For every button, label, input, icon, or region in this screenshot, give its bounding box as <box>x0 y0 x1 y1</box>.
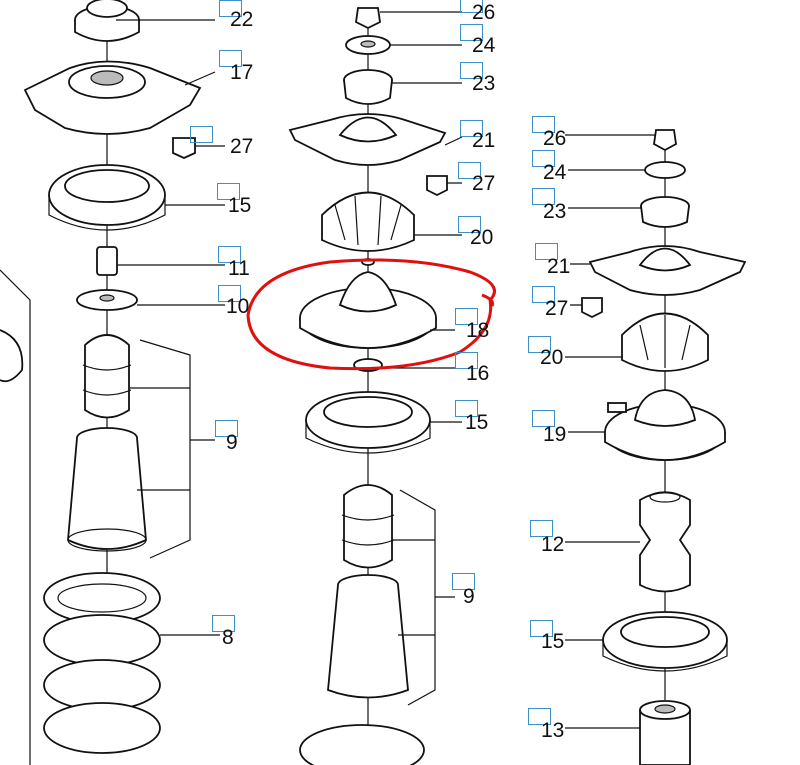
part-10-washer <box>76 289 138 311</box>
hotspot-17[interactable] <box>219 50 242 67</box>
label-21: 21 <box>472 129 496 152</box>
part-27-nut <box>581 297 603 319</box>
hotspot-13[interactable] <box>528 708 551 725</box>
label-8: 8 <box>222 626 234 649</box>
hotspot-26-mid[interactable] <box>460 0 483 13</box>
part-19-stop <box>604 389 726 461</box>
label-15: 15 <box>541 630 565 653</box>
left-column-parts <box>23 0 225 754</box>
part-15-seat <box>48 164 166 231</box>
part-24-washer <box>345 35 391 55</box>
label-27: 27 <box>472 172 496 195</box>
label-18: 18 <box>466 319 490 342</box>
label-27: 27 <box>545 297 569 320</box>
label-24: 24 <box>543 161 567 184</box>
label-11: 11 <box>228 257 250 280</box>
part-23-bearing <box>640 196 690 228</box>
part-9-boot <box>327 574 409 699</box>
part-21-mount <box>588 245 747 296</box>
label-12: 12 <box>541 533 565 556</box>
hotspot-27-right[interactable] <box>532 286 555 303</box>
label-20: 20 <box>540 346 564 369</box>
label-21: 21 <box>547 255 571 278</box>
label-26: 26 <box>543 127 567 150</box>
part-20-bearing <box>621 312 709 372</box>
hotspot-15-right[interactable] <box>530 620 553 637</box>
hotspot-23-right[interactable] <box>532 188 555 205</box>
hotspot-15-left[interactable] <box>217 183 240 200</box>
hotspot-9-mid[interactable] <box>452 573 475 590</box>
part-8-spring <box>43 572 161 754</box>
adjacent-part <box>0 329 24 383</box>
hotspot-21-mid[interactable] <box>460 120 483 137</box>
hotspot-12[interactable] <box>530 520 553 537</box>
hotspot-19[interactable] <box>532 410 555 427</box>
hotspot-27-mid[interactable] <box>458 162 481 179</box>
hotspot-8[interactable] <box>212 615 235 632</box>
label-16: 16 <box>466 362 490 385</box>
part-15-seat <box>602 611 728 672</box>
label-23: 23 <box>543 200 567 223</box>
part-21-mount <box>288 113 447 166</box>
label-9: 9 <box>226 431 238 454</box>
part-26-nut <box>653 129 677 152</box>
label-20: 20 <box>470 226 494 249</box>
hotspot-24-right[interactable] <box>532 150 555 167</box>
part-27-nut <box>426 175 448 197</box>
hotspot-20-right[interactable] <box>528 336 551 353</box>
hotspot-21-right[interactable] <box>535 243 558 260</box>
part-24-washer <box>644 161 686 179</box>
hotspot-9-left[interactable] <box>215 420 238 437</box>
part-17-mount <box>23 60 202 135</box>
part-9-bumper <box>82 334 132 419</box>
label-10: 10 <box>226 295 250 318</box>
label-15: 15 <box>228 194 252 217</box>
part-15-seat <box>305 391 431 454</box>
label-26: 26 <box>472 1 496 24</box>
hotspot-16[interactable] <box>455 352 478 369</box>
label-27: 27 <box>230 135 254 158</box>
part-12-bumper <box>639 491 691 593</box>
adjacent-part-outline <box>0 269 31 765</box>
label-13: 13 <box>541 719 565 742</box>
part-27-nut <box>172 137 196 159</box>
hotspot-18[interactable] <box>455 308 478 325</box>
part-11-sleeve <box>96 246 118 276</box>
part-22-nut <box>74 0 140 42</box>
label-23: 23 <box>472 72 496 95</box>
label-15: 15 <box>465 411 489 434</box>
hotspot-26-right[interactable] <box>532 116 555 133</box>
hotspot-15-mid[interactable] <box>455 400 478 417</box>
part-9-boot <box>67 427 147 552</box>
hotspot-20-mid[interactable] <box>458 216 481 233</box>
part-9-bumper <box>341 484 395 569</box>
spring-top <box>299 724 425 765</box>
middle-column-parts <box>288 7 463 765</box>
hotspot-22-left[interactable] <box>219 0 242 17</box>
label-22: 22 <box>230 8 254 31</box>
label-9: 9 <box>463 585 475 608</box>
hotspot-10[interactable] <box>218 285 241 302</box>
part-20-bearing <box>321 191 415 252</box>
part-23-bearing <box>343 69 393 105</box>
label-17: 17 <box>230 61 254 84</box>
label-24: 24 <box>472 34 496 57</box>
hotspot-11[interactable] <box>218 246 241 263</box>
hotspot-24-mid[interactable] <box>460 24 483 41</box>
part-13-sleeve <box>639 700 691 765</box>
part-26-nut <box>355 7 381 30</box>
hotspot-23-mid[interactable] <box>460 62 483 79</box>
right-column-parts <box>565 129 747 765</box>
label-19: 19 <box>543 423 567 446</box>
part-18-stop <box>299 258 437 349</box>
hotspot-27-left[interactable] <box>190 126 213 143</box>
